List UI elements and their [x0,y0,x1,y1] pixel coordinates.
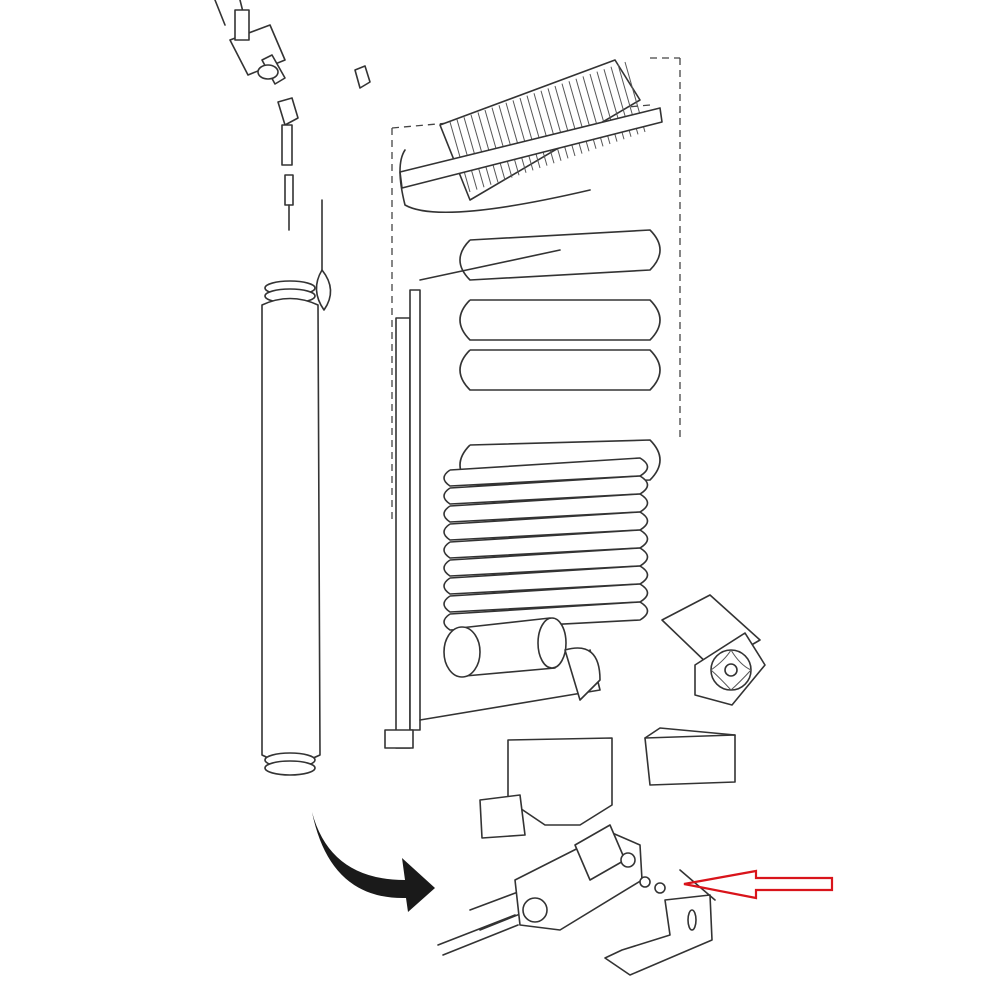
cooling-fan [661,594,766,706]
cabinet-outline [391,57,681,520]
condenser-fin [498,105,520,176]
condenser-fin [477,112,499,183]
flue-tube [261,280,321,776]
absorber-tank [443,617,601,701]
condenser [399,59,663,214]
condenser-fin [505,102,527,173]
condenser-fin [463,117,485,188]
coil-loop [459,299,661,341]
condenser-fin [484,109,506,181]
coil-loop [459,349,661,391]
condenser-fin [519,97,541,169]
condenser-fin [512,100,534,171]
condenser-fin [526,95,548,166]
condenser-fin [533,93,555,164]
burner-assembly [437,824,666,956]
coil-loop [443,601,649,631]
condenser-fin [456,119,478,190]
coil-loop [459,229,661,281]
condenser-fin [470,114,492,185]
direction-arrow-icon [312,812,435,912]
mounting-bracket [604,869,716,976]
boiler-tube [384,249,601,749]
burner-housing [479,727,736,839]
highlight-arrow-icon [683,869,834,900]
condenser-fin [491,107,513,178]
flue-top-assembly [214,0,371,311]
evaporator-coils [443,229,661,631]
